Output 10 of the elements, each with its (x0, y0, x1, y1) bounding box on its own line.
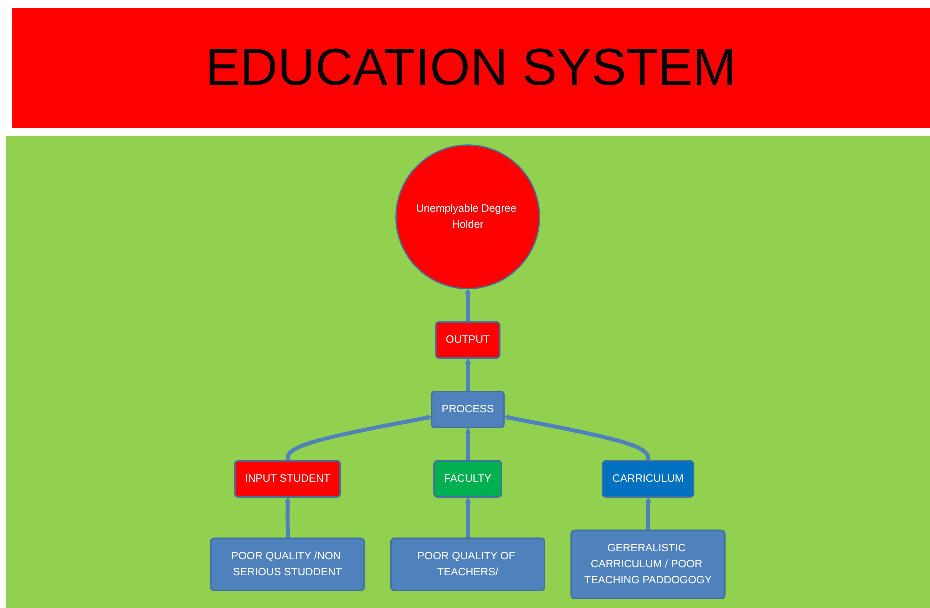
title-banner: EDUCATION SYSTEM (12, 8, 930, 128)
arrow (286, 415, 432, 462)
arrow (285, 497, 291, 539)
arrow (465, 497, 472, 539)
arrow (465, 288, 471, 323)
arrow (465, 428, 472, 462)
arrow (465, 358, 472, 392)
arrow (504, 415, 651, 462)
node-circle: Unemplyable Degree Holder (396, 144, 540, 290)
arrow (646, 497, 652, 531)
